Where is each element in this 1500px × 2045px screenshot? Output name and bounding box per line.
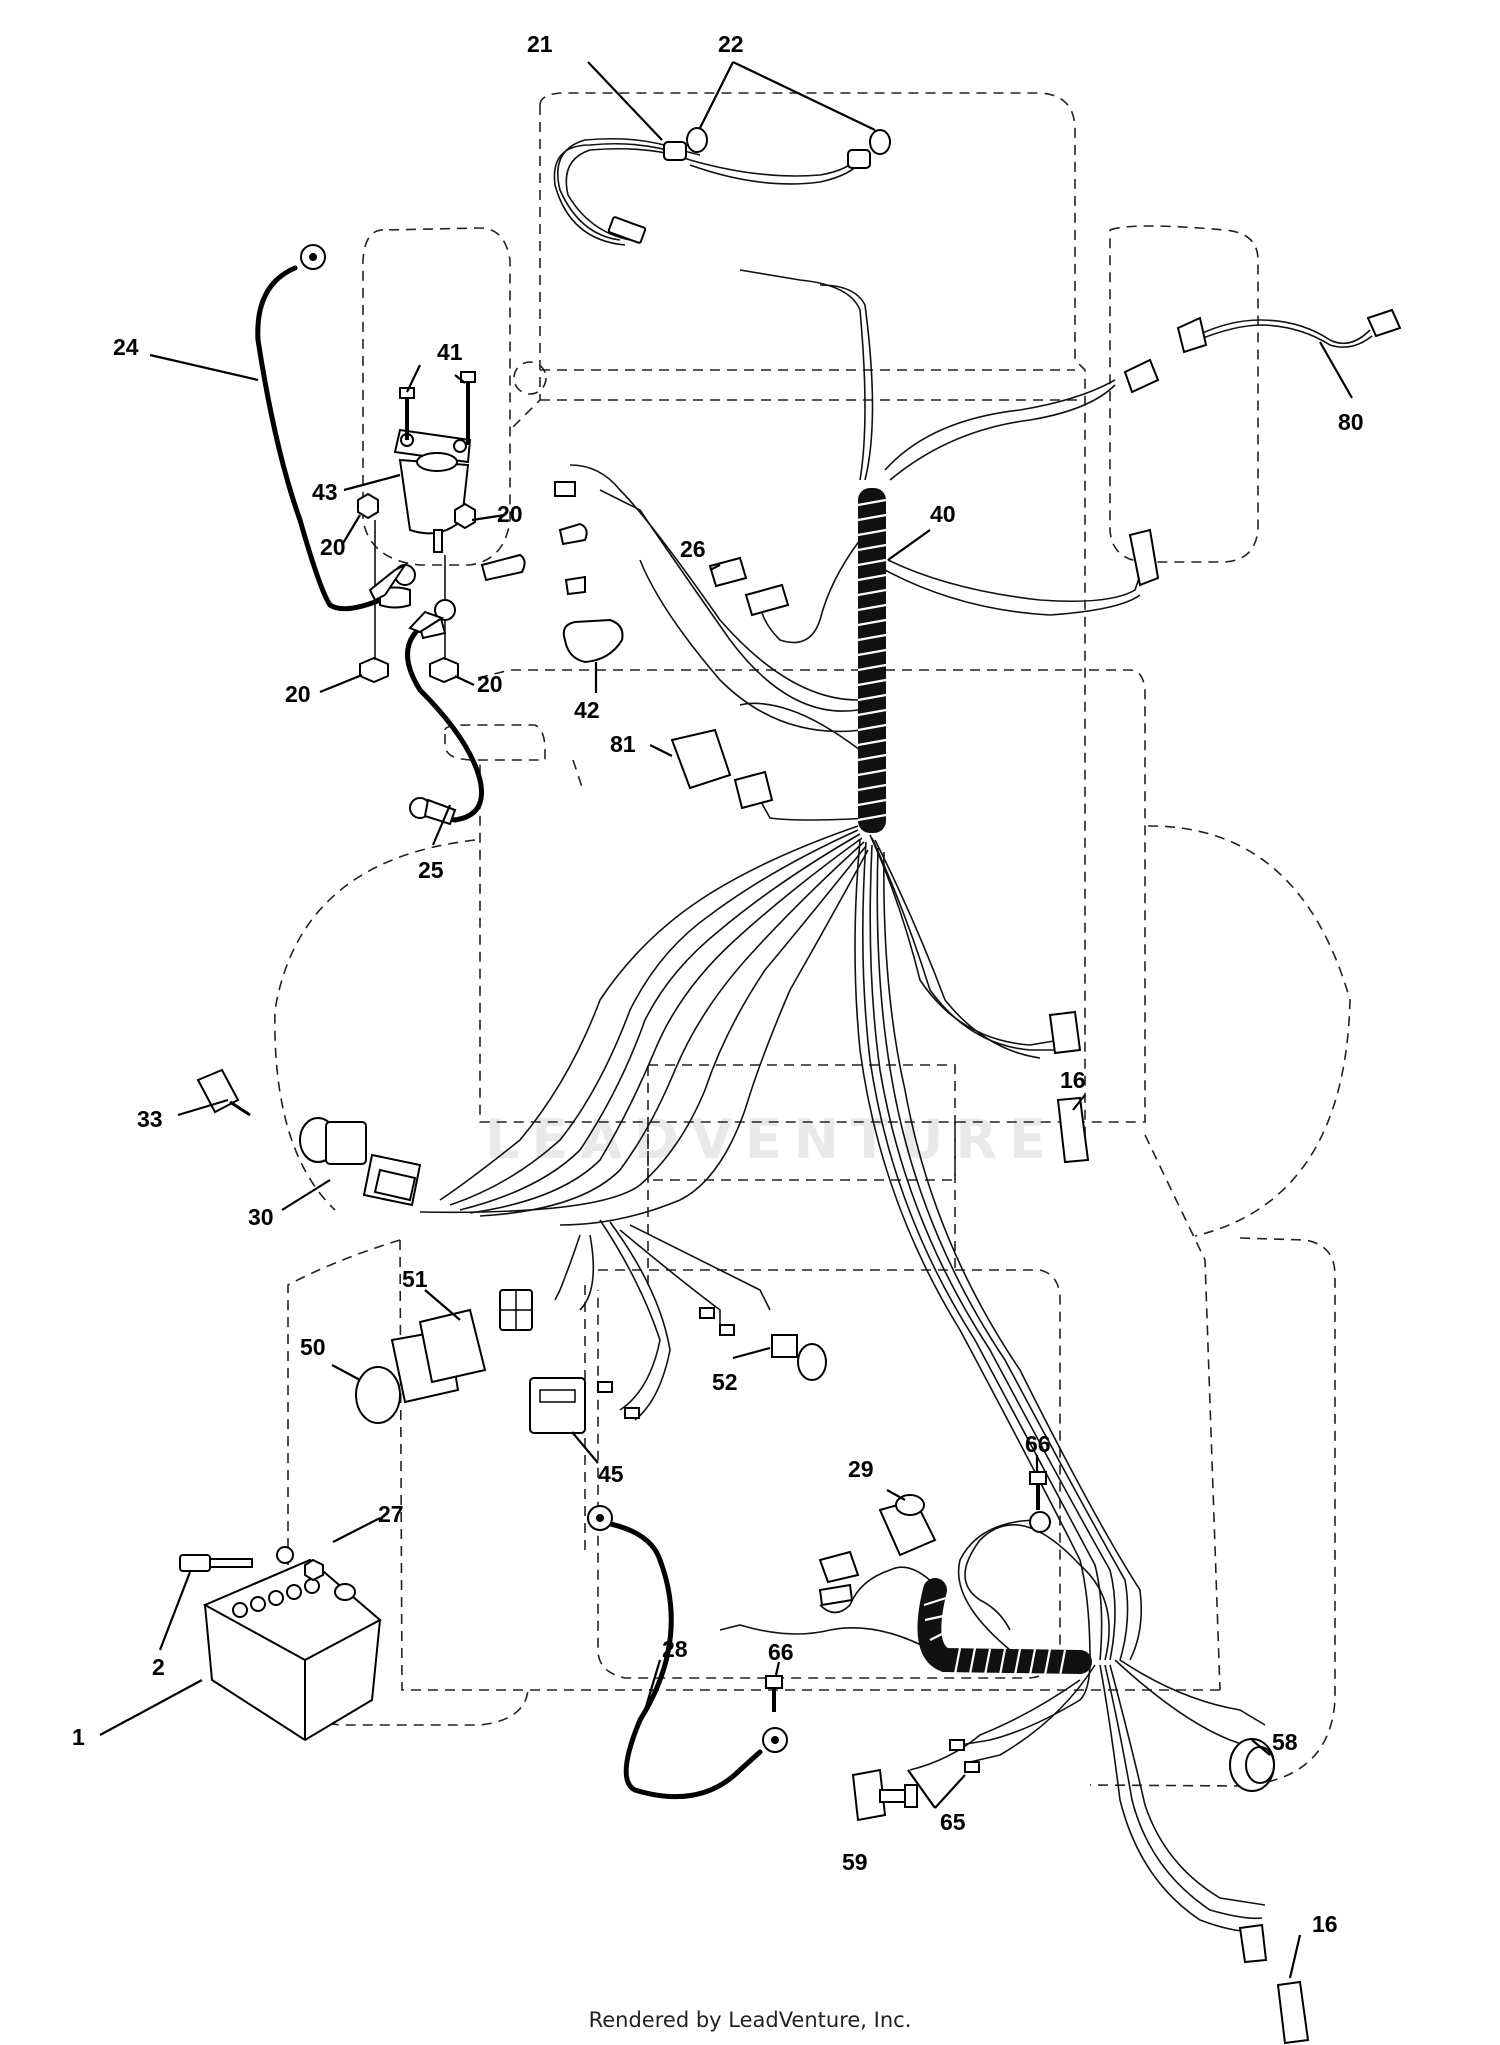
headlight-connector	[607, 216, 647, 244]
callout-28: 28	[662, 1636, 688, 1662]
callout-25: 25	[418, 857, 444, 883]
boot-cover-42	[562, 618, 624, 664]
callout-16-a: 16	[1060, 1067, 1086, 1093]
bezel-51	[418, 1308, 487, 1384]
spade-terminals	[597, 1307, 735, 1419]
callout-81: 81	[610, 731, 636, 757]
callout-26: 26	[680, 536, 706, 562]
callout-20-d: 20	[477, 671, 503, 697]
footer-credit: Rendered by LeadVenture, Inc.	[588, 2008, 912, 2032]
callout-20-a: 20	[497, 501, 523, 527]
ground-cable-25	[405, 613, 484, 826]
callout-29: 29	[848, 1456, 874, 1482]
harness-wires	[419, 269, 1266, 1933]
callout-65: 65	[940, 1809, 966, 1835]
safety-switch-29	[818, 1494, 937, 1607]
wire-loom-coil-lower	[819, 1566, 1092, 1677]
callout-66-b: 66	[768, 1639, 794, 1665]
bolt-66-lower	[765, 1675, 783, 1712]
callout-24: 24	[113, 334, 139, 360]
callout-20-c: 20	[285, 681, 311, 707]
callout-33: 33	[137, 1106, 163, 1132]
callout-58: 58	[1272, 1729, 1298, 1755]
callout-41: 41	[437, 339, 463, 365]
callout-52: 52	[712, 1369, 738, 1395]
callout-42: 42	[574, 697, 600, 723]
battery	[202, 1546, 382, 1742]
ignition-switch	[299, 1117, 422, 1207]
connector-80	[1123, 308, 1402, 394]
connector-16-upper	[1048, 1010, 1090, 1164]
connector-26	[708, 556, 790, 617]
callout-20-b: 20	[320, 534, 346, 560]
headlight-socket-left	[663, 127, 708, 161]
callout-21: 21	[527, 31, 553, 57]
terminals-65	[949, 1739, 980, 1773]
callout-labels: 21 22 24 41 80 43 20 40 20 26 20 20 42 8…	[72, 31, 1364, 1937]
callout-1: 1	[72, 1724, 85, 1750]
leader-lines	[99, 61, 1353, 1979]
battery-nut	[304, 1558, 324, 1582]
callout-51: 51	[402, 1266, 428, 1292]
callout-22: 22	[718, 31, 744, 57]
callout-27: 27	[378, 1501, 404, 1527]
callout-45: 45	[598, 1461, 624, 1487]
watermark: LEADVENTURE	[485, 1108, 1058, 1171]
callout-2: 2	[152, 1654, 165, 1680]
solenoid-terminals	[368, 520, 526, 660]
connector-16-lower	[1238, 1923, 1310, 2045]
callout-50: 50	[300, 1334, 326, 1360]
headlight-harness	[553, 137, 863, 246]
callout-30: 30	[248, 1204, 274, 1230]
right-side-connector	[1128, 528, 1160, 587]
callout-80: 80	[1338, 409, 1364, 435]
plug-58	[1229, 1738, 1275, 1792]
ignition-key	[196, 1068, 251, 1117]
lamp-52	[771, 1334, 827, 1381]
bolt-66-upper	[1029, 1471, 1047, 1510]
ground-cable-28	[587, 1505, 788, 1800]
callout-59: 59	[842, 1849, 868, 1875]
solenoid-screws	[399, 371, 476, 445]
relay-81	[670, 728, 774, 810]
hour-meter-45	[529, 1377, 586, 1434]
starter-solenoid	[393, 428, 472, 553]
callout-66-a: 66	[1025, 1431, 1051, 1457]
ground-eyelet-right	[1029, 1511, 1051, 1533]
callout-43: 43	[312, 479, 338, 505]
headlight-socket-right	[847, 129, 891, 169]
switch-59	[851, 1768, 918, 1822]
battery-bolt	[179, 1554, 253, 1572]
callout-40: 40	[930, 501, 956, 527]
connector-block	[499, 1289, 533, 1331]
wire-loom-coil	[857, 488, 887, 833]
wire-terminals	[554, 481, 588, 596]
callout-16-b: 16	[1312, 1911, 1338, 1937]
